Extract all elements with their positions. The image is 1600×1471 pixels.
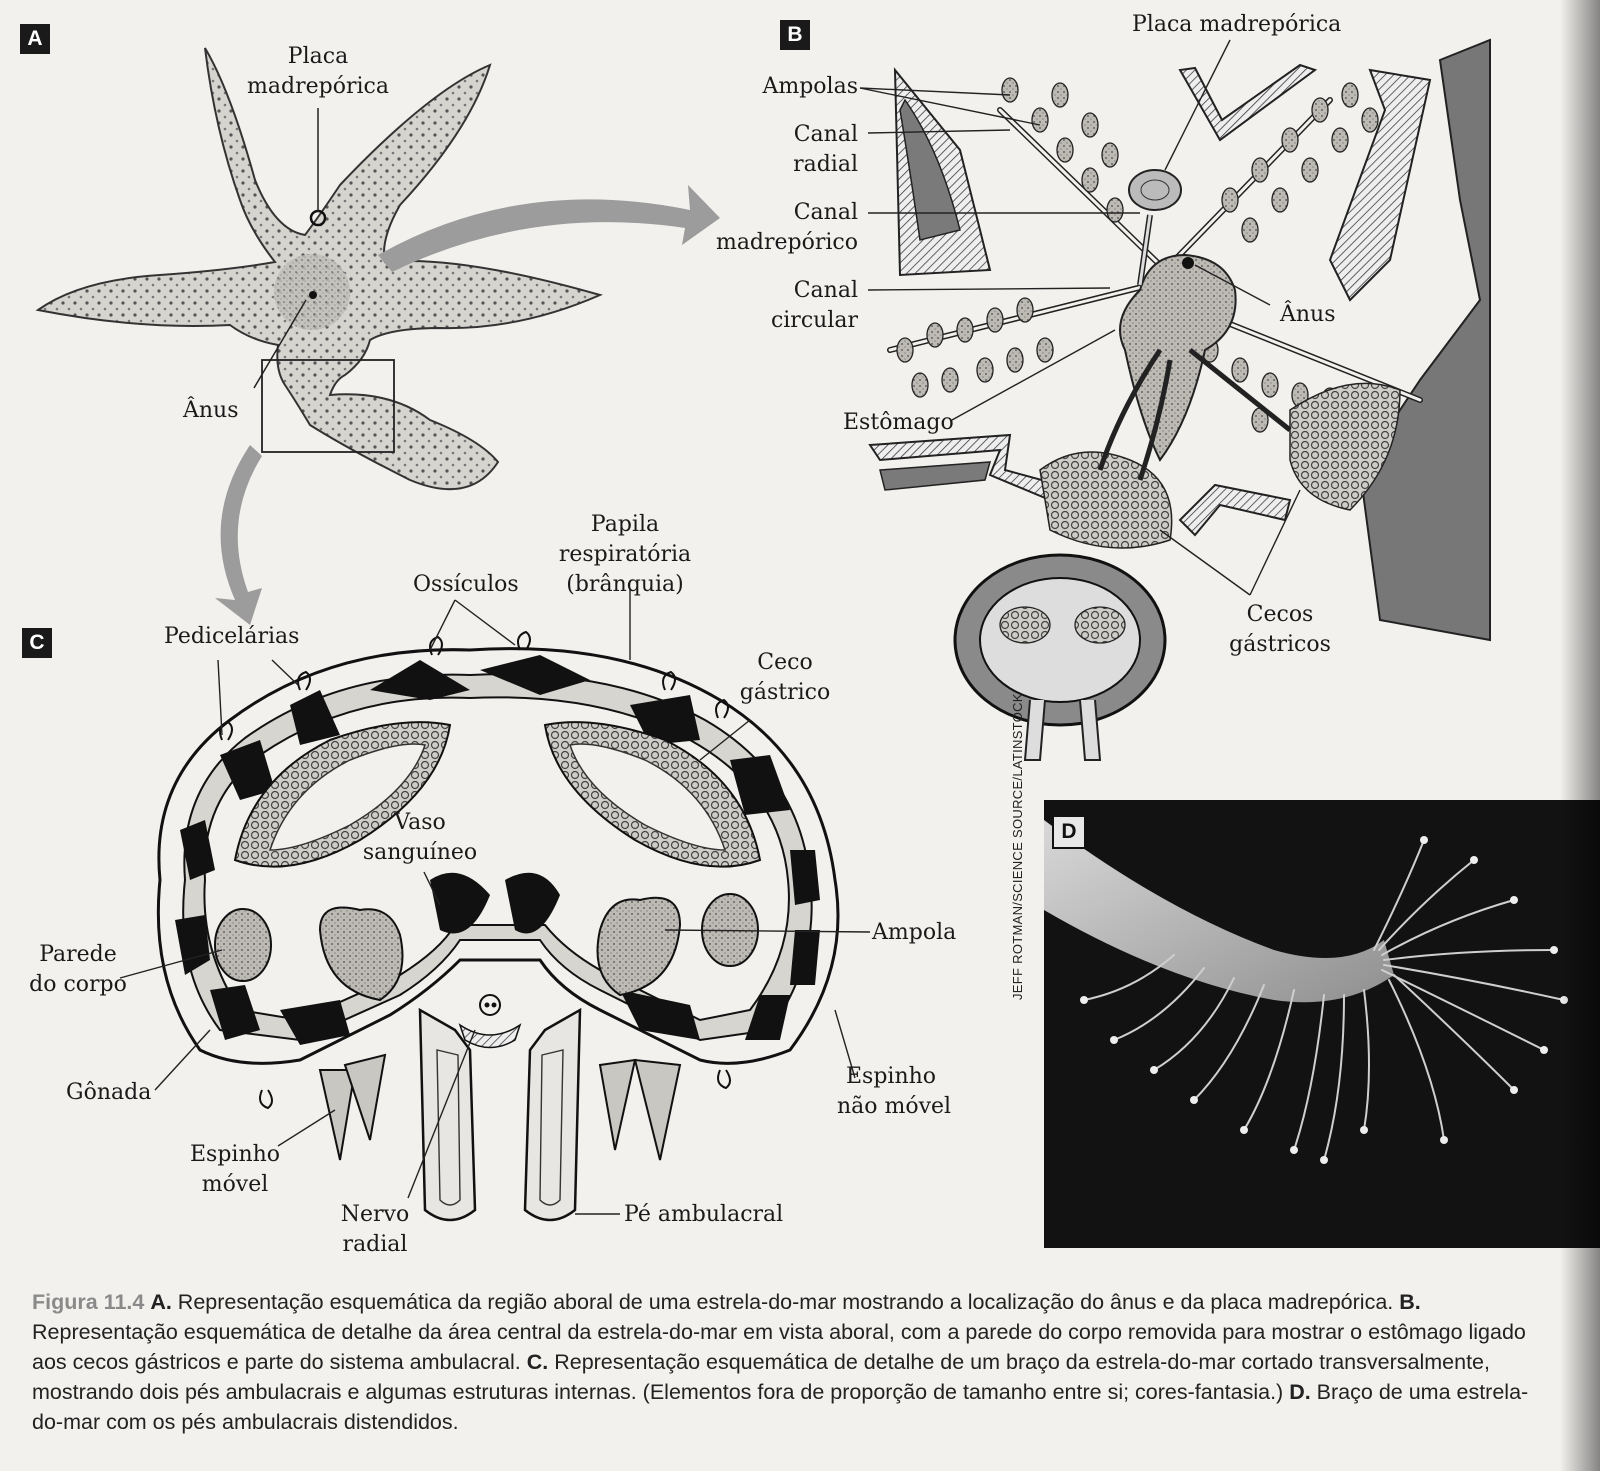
anus-opening [1182,257,1194,269]
caption-figure-number: Figura 11.4 [32,1290,145,1314]
caption-key-a: A. [150,1290,172,1314]
label-canal-radial-2: radial [793,152,858,177]
label-anus-b: Ânus [1280,302,1336,327]
label-papila-3: (brânquia) [566,572,684,597]
label-ampola: Ampola [872,920,957,945]
label-canal-radial-1: Canal [793,122,858,147]
label-canal-circ-1: Canal [793,278,858,303]
madreporite-plate [1128,169,1182,211]
label-pedicelarias: Pedicelárias [164,624,300,649]
panel-letter-d: D [1052,815,1086,849]
label-vaso-2: sanguíneo [362,840,478,865]
caption-key-b: B. [1399,1290,1421,1314]
label-parede-1: Parede [39,942,117,967]
label-gonada: Gônada [66,1080,152,1105]
arrow-to-c [215,445,262,625]
caption-key-c: C. [526,1350,549,1374]
panel-letter-c: C [22,628,52,658]
arrow-to-b [378,185,720,272]
detail-box [261,359,395,453]
label-espinho-nm-1: Espinho [845,1064,937,1089]
label-ampolas: Ampolas [762,74,858,99]
label-espinho-m-2: móvel [201,1172,269,1197]
panel-letter-a: A [20,24,50,54]
cross-section-drawing [119,590,871,1222]
label-cecos-1: Cecos [1246,602,1314,627]
gonad-left [214,908,272,982]
label-papila-2: respiratória [558,542,692,567]
label-canal-madre-2: madrepórico [715,230,858,255]
caption-text-c: Representação esquemática de detalhe de … [32,1350,1490,1404]
label-ossiculos: Ossículos [413,572,519,597]
label-cecos-2: gástricos [1229,632,1331,657]
label-placa-a-1: Placa [287,44,349,69]
tube-foot-left [418,1007,477,1222]
label-placa-a-2: madrepórica [247,74,389,99]
photo-illustration [1044,820,1568,1164]
page-edge-shadow [1560,0,1600,1471]
tube-foot-right [523,1007,582,1222]
starfish-drawing [35,47,603,491]
label-nervo-2: radial [342,1232,408,1257]
photo-starfish-arm [1044,800,1600,1248]
photo-credit: JEFF ROTMAN/SCIENCE SOURCE/LATINSTOCK [1010,693,1025,1000]
label-nervo-1: Nervo [340,1202,410,1227]
label-canal-madre-1: Canal [793,200,858,225]
label-vaso-1: Vaso [394,810,446,835]
caption-key-d: D. [1289,1380,1311,1404]
label-pe-ambulacral: Pé ambulacral [624,1202,784,1227]
panel-letter-b: B [780,20,810,50]
label-placa-b: Placa madrepórica [1132,12,1342,37]
label-anus-a: Ânus [183,398,239,423]
anus-marker [309,291,317,299]
label-papila-1: Papila [590,512,660,537]
label-parede-2: do corpo [29,972,127,997]
label-ceco-2: gástrico [739,680,831,705]
label-espinho-m-1: Espinho [189,1142,281,1167]
figure-caption: Figura 11.4 A. Representação esquemática… [32,1287,1532,1437]
label-canal-circ-2: circular [770,308,858,333]
label-ceco-1: Ceco [757,650,813,675]
internal-anatomy-drawing [859,38,1491,761]
caption-text-d: Braço de uma estrela-do-mar com os pés a… [32,1380,1529,1434]
label-espinho-nm-2: não móvel [836,1094,952,1119]
caption-text-b: Representação esquemática de detalhe da … [32,1320,1526,1374]
label-estomago: Estômago [843,410,954,435]
caption-text-a: Representação esquemática da região abor… [171,1290,1400,1314]
